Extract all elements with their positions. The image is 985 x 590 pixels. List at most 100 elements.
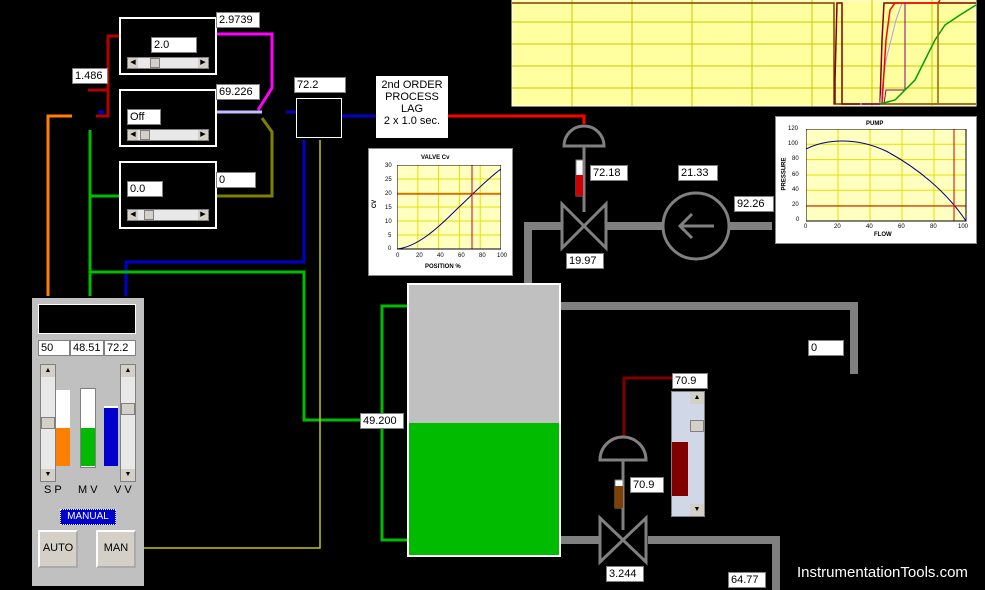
scroll-down-icon[interactable]: ▼: [121, 469, 135, 481]
cv-ytick: 15: [385, 205, 392, 211]
sp-label: S P: [44, 484, 62, 496]
pump-ytick: 20: [792, 202, 799, 208]
vv-label: V V: [114, 484, 132, 496]
valve2-level-bar: [672, 442, 688, 496]
valve-cv-plot: [397, 165, 501, 250]
sp-value[interactable]: 50: [38, 340, 70, 356]
cv-xtick: 20: [416, 253, 423, 259]
mv-bar: [81, 428, 95, 466]
pipe-outlet-right: [648, 536, 780, 590]
slider-thumb[interactable]: [121, 403, 135, 415]
slider-thumb[interactable]: [140, 130, 150, 140]
signal-darkred-2: [96, 90, 110, 118]
bias-block: 0.0 ◀ ▶: [119, 161, 217, 229]
cv-xtick: 60: [458, 253, 465, 259]
pump-xtick: 100: [958, 224, 969, 230]
gain-value-field[interactable]: 2.0: [151, 37, 197, 53]
scroll-up-icon[interactable]: ▲: [41, 365, 55, 377]
pump-plot: [806, 129, 967, 222]
pump-chart-ylabel: PRESSURE: [781, 157, 788, 191]
signal-magenta: [214, 32, 274, 111]
process-lag-line4: 2 x 1.0 sec.: [383, 115, 441, 127]
pump-chart: PUMP PRESSURE FLOW 120 100 80 60 40 20 0…: [775, 116, 977, 244]
bias-value-field[interactable]: 0.0: [127, 181, 163, 197]
summer-block: [296, 98, 342, 138]
gain-slider[interactable]: ◀ ▶: [127, 57, 209, 69]
signal-blue-3: [124, 140, 306, 296]
process-lag-line3: LAG: [400, 103, 423, 115]
signal-green-3: [90, 270, 360, 422]
pump-xtick: 80: [930, 224, 937, 230]
valve-cv-xlabel: POSITION %: [425, 264, 461, 270]
scroll-left-icon[interactable]: ◀: [128, 130, 138, 140]
control-valve-1[interactable]: [560, 124, 608, 252]
scroll-left-icon[interactable]: ◀: [128, 58, 138, 68]
scroll-right-icon[interactable]: ▶: [198, 58, 208, 68]
signal-darkred-1: [88, 34, 120, 92]
signal-olive: [214, 117, 274, 198]
trend-sp-line: [512, 2, 976, 105]
scroll-right-icon[interactable]: ▶: [198, 210, 208, 220]
cv-ytick: 10: [385, 219, 392, 225]
valve-cv-ylabel: CV: [372, 199, 379, 209]
cv-xtick: 40: [437, 253, 444, 259]
bias-slider[interactable]: ◀ ▶: [127, 209, 209, 221]
pump-ytick: 0: [796, 217, 800, 223]
pump-ytick: 120: [788, 126, 799, 132]
slider-thumb[interactable]: [690, 420, 704, 432]
sp-bar: [56, 428, 70, 466]
signal-darkred-valve2: [622, 376, 672, 440]
scroll-down-icon[interactable]: ▼: [41, 469, 55, 481]
tank-level-readout: 49.200: [360, 413, 404, 429]
pump-xtick: 20: [834, 224, 841, 230]
cv-ytick: 20: [385, 191, 392, 197]
auto-button[interactable]: AUTO: [38, 530, 78, 568]
slider-thumb[interactable]: [144, 210, 154, 220]
valve2-flow-readout: 3.244: [606, 566, 644, 582]
scroll-up-icon[interactable]: ▲: [690, 392, 704, 404]
mode-output: 69.226: [216, 84, 260, 100]
pump-xtick: 60: [898, 224, 905, 230]
mode-slider[interactable]: ◀ ▶: [127, 129, 209, 141]
valve1-position-readout: 72.18: [590, 165, 628, 181]
cv-ytick: 0: [388, 246, 392, 252]
sp-slider[interactable]: ▲ ▼: [40, 364, 56, 482]
pump[interactable]: [661, 191, 731, 261]
pid-controller: 50 48.51 72.2 ▲ ▼ ▲ ▼ S P M V V V MANUAL…: [32, 298, 144, 586]
signal-red: [448, 114, 586, 124]
valve2-position-readout: 70.9: [630, 477, 664, 493]
trend-mv-line: [834, 2, 976, 105]
process-lag-block: 2nd ORDER PROCESS LAG 2 x 1.0 sec.: [376, 76, 448, 138]
pump-ytick: 40: [792, 187, 799, 193]
process-lag-line2: PROCESS: [385, 91, 439, 103]
trend-chart: [511, 0, 977, 107]
scroll-left-icon[interactable]: ◀: [128, 210, 138, 220]
pump-chart-xlabel: FLOW: [874, 232, 892, 238]
overflow-readout: 0: [808, 340, 844, 356]
slider-thumb[interactable]: [41, 417, 55, 429]
slider-thumb[interactable]: [150, 58, 160, 68]
pipe-overflow: [560, 302, 858, 374]
control-valve-2[interactable]: [598, 435, 648, 566]
signal-yellow: [144, 140, 321, 549]
pump-ytick: 100: [788, 141, 799, 147]
valve2-signal-readout: 70.9: [672, 373, 708, 389]
tank: [407, 283, 561, 557]
cv-ytick: 30: [385, 163, 392, 169]
valve1-flow-readout: 19.97: [566, 253, 604, 269]
valve-cv-curve: [397, 168, 501, 250]
valve2-manual-slider[interactable]: ▲ ▼: [671, 391, 705, 517]
vv-bar: [104, 408, 118, 466]
bias-output: 0: [216, 172, 256, 188]
pump-pressure-readout: 92.26: [734, 196, 774, 212]
mv-label: M V: [78, 484, 98, 496]
scroll-down-icon[interactable]: ▼: [690, 504, 704, 516]
pipe-inlet: [524, 222, 562, 292]
mode-value-field[interactable]: Off: [127, 109, 161, 125]
scroll-up-icon[interactable]: ▲: [121, 365, 135, 377]
manual-button[interactable]: MAN: [96, 530, 136, 568]
vv-slider[interactable]: ▲ ▼: [120, 364, 136, 482]
signal-orange: [46, 114, 72, 296]
scroll-right-icon[interactable]: ▶: [198, 130, 208, 140]
